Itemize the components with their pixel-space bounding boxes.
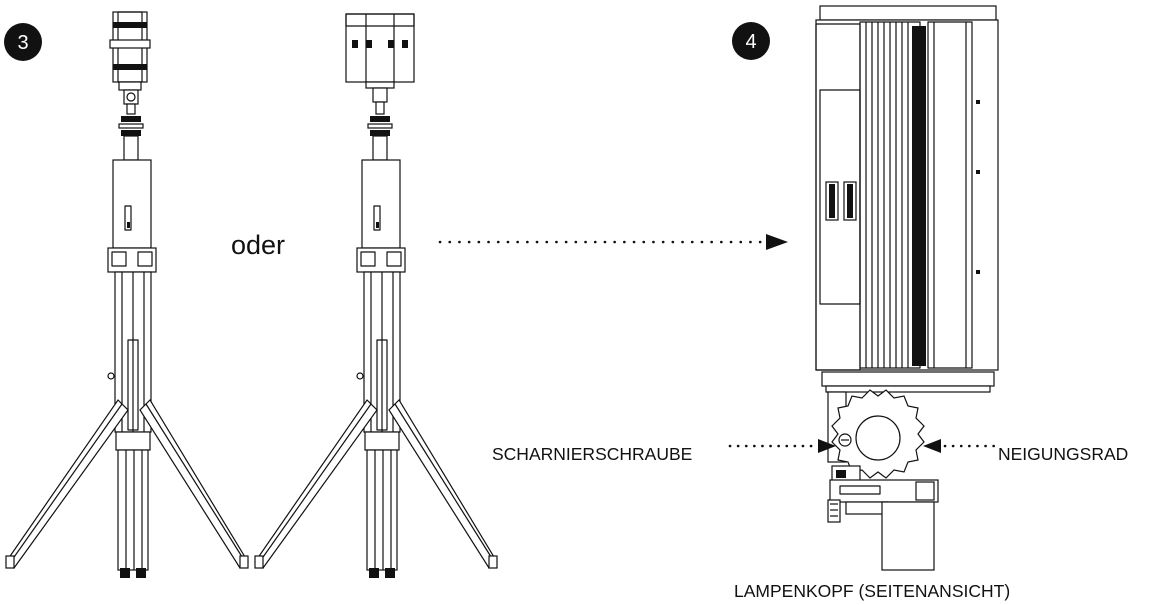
or-label: oder <box>231 230 285 260</box>
step-3-badge: 3 <box>4 23 42 61</box>
step-3-number: 3 <box>17 32 28 54</box>
dotted-arrow <box>438 234 788 250</box>
tilt-wheel-assembly <box>827 389 939 571</box>
tripod-right <box>254 13 498 578</box>
hinge-screw-callout: SCHARNIERSCHRAUBE <box>492 439 836 464</box>
hinge-screw-label: SCHARNIERSCHRAUBE <box>492 444 692 464</box>
tilt-wheel-label: NEIGUNGSRAD <box>998 444 1128 464</box>
lamp-head-caption: LAMPENKOPF (SEITENANSICHT) <box>734 581 1010 601</box>
step-4-number: 4 <box>745 31 756 53</box>
lamp-head-side-view <box>815 5 999 393</box>
step-4-badge: 4 <box>732 22 770 60</box>
tilt-wheel-callout: NEIGUNGSRAD <box>923 439 1128 464</box>
tripod-left <box>5 11 249 578</box>
